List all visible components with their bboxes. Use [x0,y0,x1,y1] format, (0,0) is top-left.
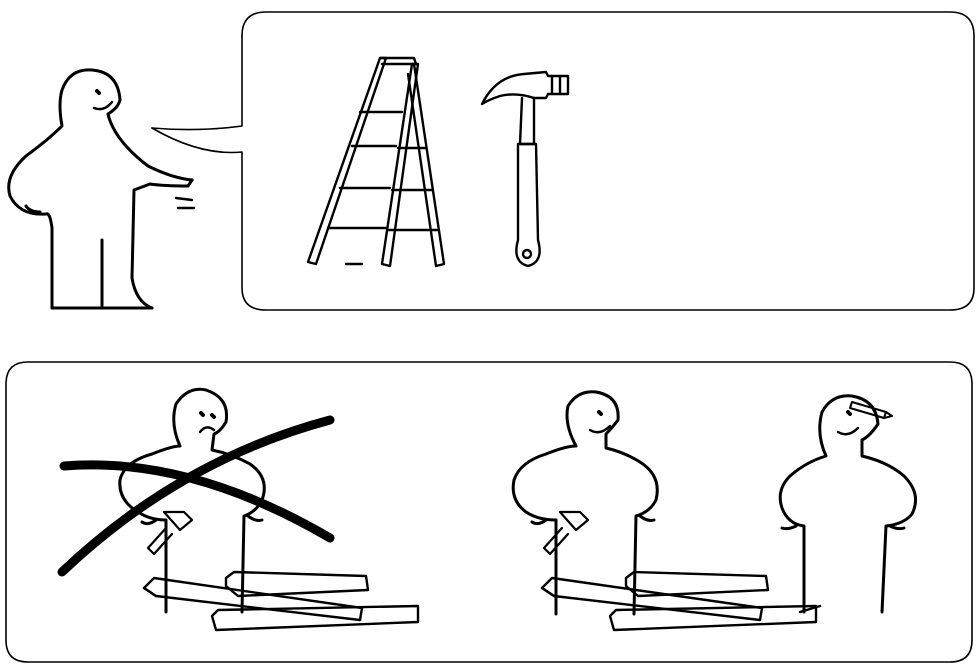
correct-scene [511,390,918,632]
eye-dot [846,410,852,416]
cross-out-mark [57,415,335,577]
worried-mouth [198,426,216,434]
smile [92,100,114,111]
smile [588,424,612,434]
top-panel [7,11,975,311]
worried-figure [118,387,266,614]
speech-bubble [151,11,975,311]
eye-dot [210,413,216,419]
smiling-figure-pencil [778,394,918,614]
eye-dot [199,411,205,417]
smile [836,426,860,436]
instructor-figure [7,68,196,310]
planks [540,570,818,632]
ladder-icon [306,56,446,268]
eye-dot [597,410,603,416]
bottom-panel [5,361,973,663]
eye-dot [95,89,101,95]
hammer-icon [480,70,570,268]
planks [142,570,420,632]
pencil-icon [849,401,893,419]
bottom-panel-frame [5,361,973,663]
wrong-scene [57,387,420,632]
smiling-figure-hammer [511,390,659,616]
